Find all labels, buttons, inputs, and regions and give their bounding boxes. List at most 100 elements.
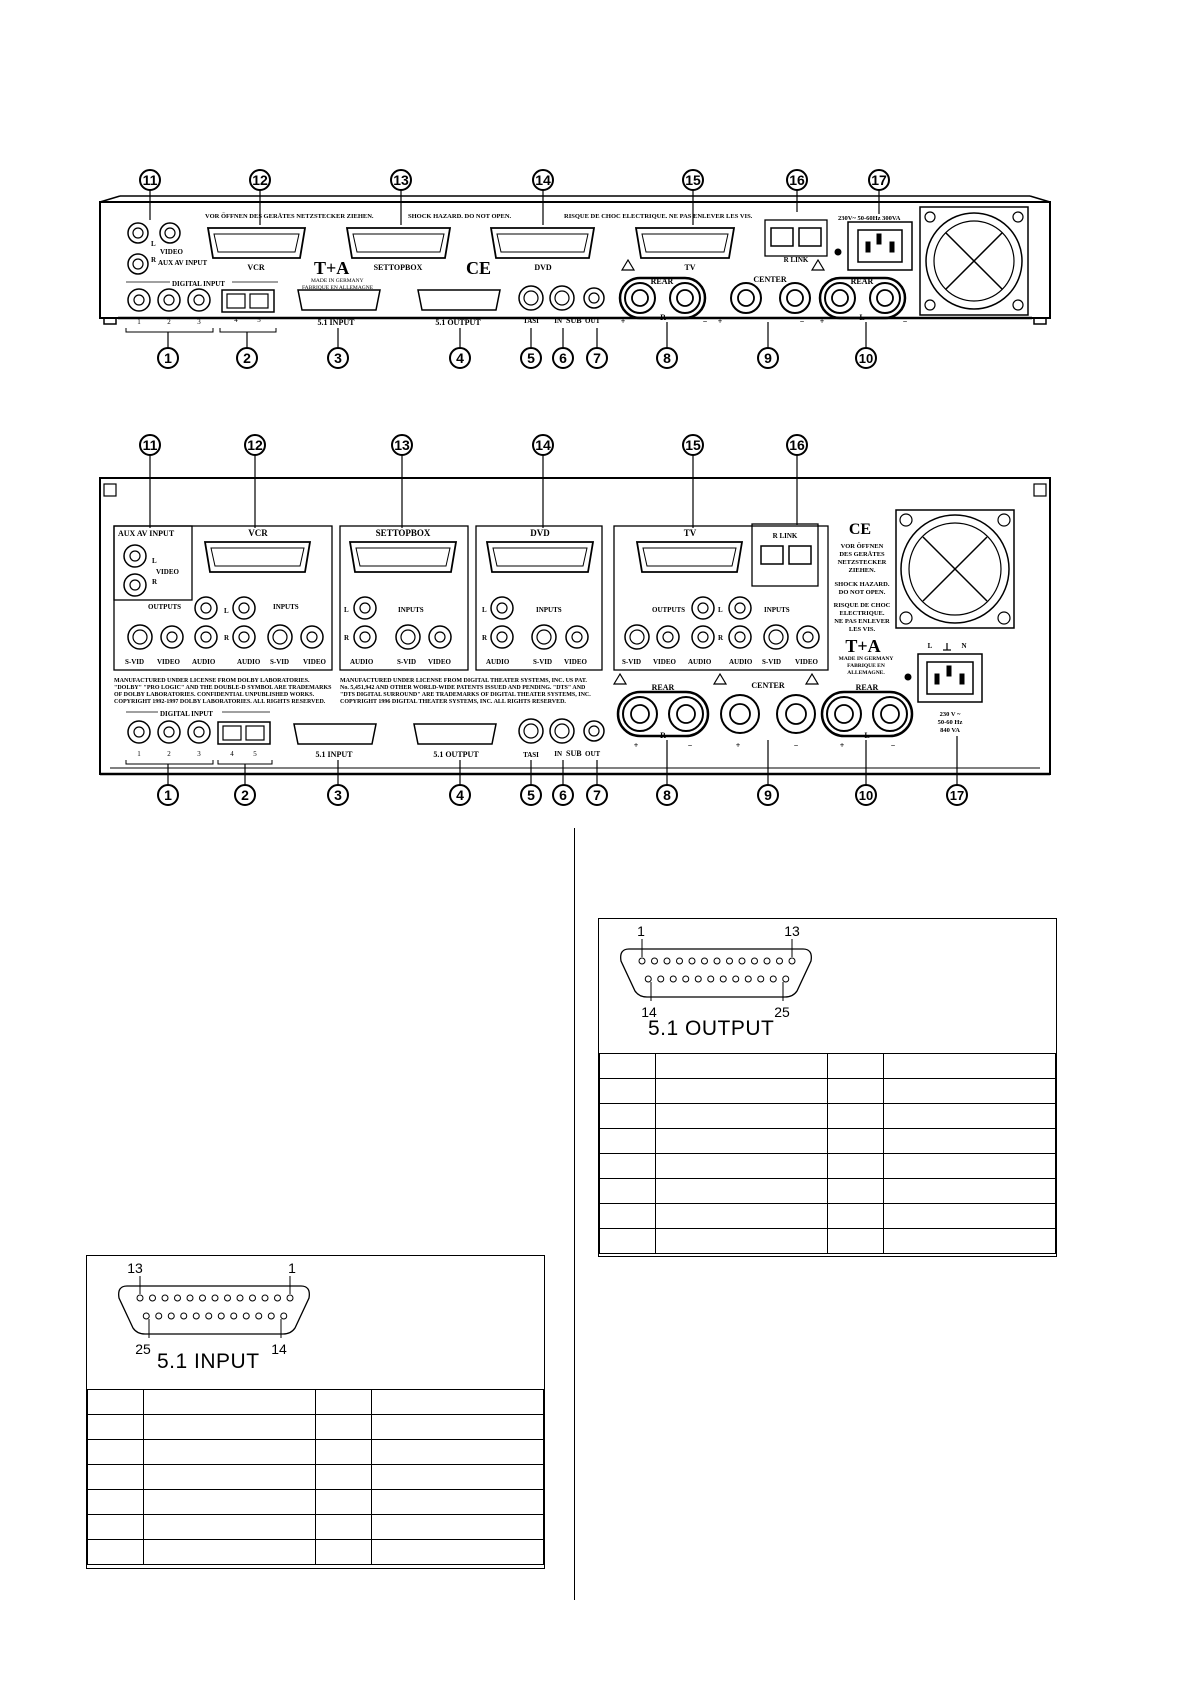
- connector-pin: [719, 975, 727, 983]
- table-cell: [315, 1389, 373, 1415]
- table-cell: [883, 1128, 1056, 1154]
- svg-text:14: 14: [641, 1004, 657, 1020]
- connector-pin: [682, 975, 690, 983]
- rear-r-terminals: REAR R + −: [612, 672, 710, 750]
- 51-output-pinout-box: 1 13 14 25 5.1 OUTPUT: [598, 918, 1057, 1257]
- table-cell: [315, 1514, 373, 1540]
- connector-pin: [738, 957, 746, 965]
- svg-text:2: 2: [243, 350, 251, 366]
- svg-text:14: 14: [535, 437, 551, 453]
- svg-text:S-VID: S-VID: [622, 658, 641, 666]
- 51-output-title: 5.1 OUTPUT: [648, 1017, 775, 1040]
- callout-5: 5: [520, 760, 542, 806]
- dsub25-connector-icon: 1 13 14 25: [620, 923, 812, 1020]
- svg-text:NETZSTECKER: NETZSTECKER: [838, 559, 887, 566]
- table-row: [599, 1103, 1056, 1129]
- table-row: [87, 1539, 544, 1565]
- callout-3: 3: [327, 328, 349, 369]
- svg-text:L: L: [151, 240, 156, 248]
- svg-text:REAR: REAR: [651, 277, 674, 286]
- connector-pin: [211, 1294, 219, 1302]
- callout-14: 14: [532, 169, 554, 225]
- svg-text:DVD: DVD: [530, 528, 550, 538]
- dolby-notice: MANUFACTURED UNDER LICENSE FROM DOLBY LA…: [114, 678, 332, 705]
- svg-text:3: 3: [334, 787, 342, 803]
- svg-text:SUB: SUB: [566, 749, 582, 758]
- table-cell: [142, 1439, 317, 1465]
- table-row: [87, 1389, 544, 1415]
- table-row: [599, 1203, 1056, 1229]
- table-cell: [142, 1464, 317, 1490]
- warning-text-en: SHOCK HAZARD. DO NOT OPEN.: [835, 581, 890, 596]
- table-cell: [654, 1228, 829, 1254]
- table-cell: [315, 1489, 373, 1515]
- connector-pin: [763, 957, 771, 965]
- table-cell: [599, 1103, 656, 1129]
- svg-text:DES GERÄTES: DES GERÄTES: [839, 551, 885, 558]
- svg-text:OUTPUTS: OUTPUTS: [148, 603, 181, 611]
- svg-text:L: L: [859, 313, 864, 322]
- svg-text:9: 9: [764, 787, 772, 803]
- connector-pin: [657, 975, 665, 983]
- table-cell: [883, 1053, 1056, 1079]
- callout-7: 7: [586, 328, 608, 369]
- callout-2: 2: [236, 332, 258, 369]
- svg-text:TASI: TASI: [523, 317, 539, 325]
- svg-text:COPYRIGHT 1996 DIGITAL THEATER: COPYRIGHT 1996 DIGITAL THEATER SYSTEMS, …: [340, 699, 566, 705]
- table-row: [599, 1153, 1056, 1179]
- callout-5: 5: [520, 328, 542, 369]
- svg-text:L: L: [718, 606, 723, 614]
- connector-pin: [167, 1312, 175, 1320]
- svg-text:MANUFACTURED UNDER LICENSE FRO: MANUFACTURED UNDER LICENSE FROM DOLBY LA…: [114, 678, 310, 684]
- table-cell: [371, 1489, 544, 1515]
- svg-text:N: N: [961, 642, 966, 650]
- connector-pin: [199, 1294, 206, 1302]
- scart-tv: [634, 227, 736, 259]
- svg-text:R: R: [152, 578, 158, 586]
- table-row: [87, 1514, 544, 1540]
- svg-text:CENTER: CENTER: [753, 275, 787, 284]
- svg-text:S-VID: S-VID: [762, 658, 781, 666]
- tasi-port: TASI: [518, 285, 544, 325]
- callout-16: 16: [786, 434, 808, 525]
- table-cell: [654, 1203, 829, 1229]
- connector-pin: [776, 957, 783, 965]
- callout-9: 9: [757, 740, 779, 806]
- callout-4: 4: [449, 760, 471, 806]
- scart-tv-label: TV: [684, 263, 695, 272]
- callout-3: 3: [327, 760, 349, 806]
- dts-notice: MANUFACTURED UNDER LICENSE FROM DIGITAL …: [340, 678, 591, 705]
- svg-text:SUB: SUB: [566, 316, 582, 325]
- table-cell: [142, 1414, 317, 1440]
- mains-socket: L N 230 V ~ 50-60 Hz 840 VA: [904, 642, 983, 734]
- svg-text:10: 10: [859, 788, 873, 803]
- svg-text:12: 12: [247, 437, 263, 453]
- svg-text:DO NOT OPEN.: DO NOT OPEN.: [839, 589, 886, 596]
- table-cell: [315, 1464, 373, 1490]
- connector-pin: [149, 1294, 156, 1302]
- svg-text:R LINK: R LINK: [773, 532, 798, 540]
- table-cell: [654, 1153, 829, 1179]
- svg-text:DIGITAL INPUT: DIGITAL INPUT: [160, 710, 213, 718]
- connector-pin: [224, 1294, 231, 1302]
- svg-text:VOR ÖFFNEN: VOR ÖFFNEN: [841, 543, 884, 550]
- svg-text:DIGITAL INPUT: DIGITAL INPUT: [172, 280, 225, 288]
- connector-pin: [242, 1312, 250, 1320]
- table-cell: [827, 1053, 885, 1079]
- connector-pin: [707, 975, 715, 983]
- table-cell: [827, 1153, 885, 1179]
- table-cell: [142, 1539, 317, 1565]
- svg-text:1: 1: [164, 350, 172, 366]
- sub-in-port: [549, 718, 575, 744]
- connector-pin: [205, 1312, 213, 1320]
- connector-pin: [744, 975, 752, 983]
- table-cell: [371, 1464, 544, 1490]
- svg-text:13: 13: [393, 172, 409, 188]
- center-terminals: CENTER + −: [718, 275, 811, 326]
- svg-text:−: −: [891, 741, 896, 750]
- mains-socket: 230V~ 50-60Hz 300VA: [834, 215, 913, 271]
- 51-input-port: 5.1 INPUT: [297, 289, 381, 327]
- warning-text-en: SHOCK HAZARD. DO NOT OPEN.: [408, 213, 512, 220]
- svg-text:4: 4: [456, 787, 464, 803]
- svg-text:R: R: [482, 634, 488, 642]
